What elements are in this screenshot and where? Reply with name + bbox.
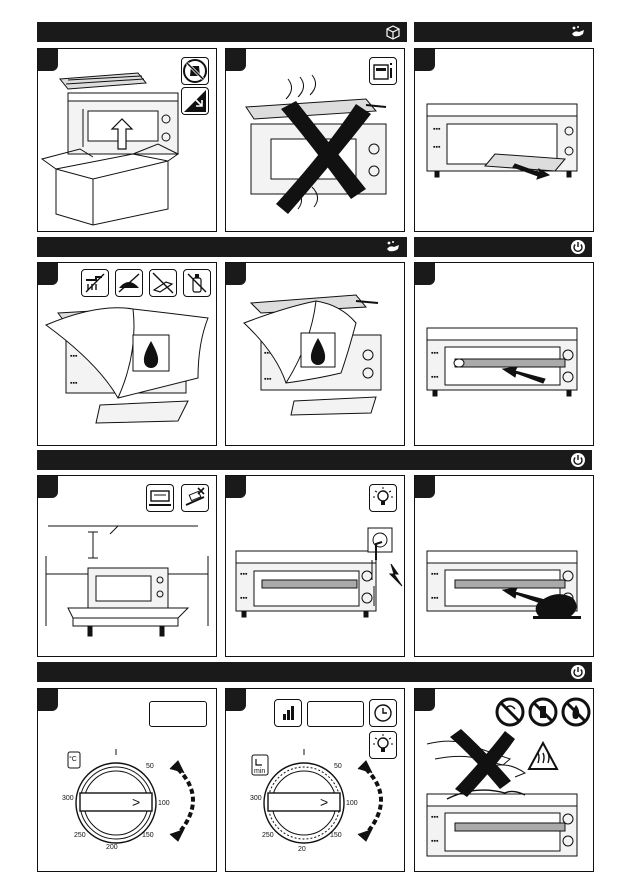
step-number-tab <box>226 689 246 711</box>
dial-pointer: > <box>320 794 328 810</box>
dial-label-150: 150 <box>142 832 154 839</box>
step-clearance-panel <box>37 475 217 657</box>
unit-label: min <box>254 768 265 775</box>
remove-film-icon <box>181 87 209 115</box>
no-tilted-surface-icon <box>181 484 209 512</box>
cleaning-hand-icon <box>385 239 401 255</box>
dial-label-300: 300 <box>250 795 262 802</box>
step-number-tab <box>226 476 246 498</box>
svg-text:▪▪▪: ▪▪▪ <box>240 571 248 578</box>
step-hot-warning-panel: ▪▪▪ ▪▪▪ <box>414 688 594 872</box>
unit-label: °C <box>69 755 77 763</box>
no-water-jet-icon <box>81 269 109 297</box>
svg-text:▪▪▪: ▪▪▪ <box>431 571 439 578</box>
no-spray-icon <box>528 697 558 727</box>
svg-text:▪▪▪: ▪▪▪ <box>431 595 439 602</box>
pull-tray-illustration: ▪▪▪ ▪▪▪ <box>426 103 578 180</box>
power-icon <box>570 452 586 468</box>
section-bar-unpacking <box>37 22 407 42</box>
step-number-tab <box>38 263 58 285</box>
cloth-illustration: ▪▪▪ ▪▪▪ <box>44 307 209 424</box>
step-number-tab <box>38 49 58 71</box>
svg-text:▪▪▪: ▪▪▪ <box>264 376 272 383</box>
svg-text:▪▪▪: ▪▪▪ <box>433 126 441 133</box>
step-unpack-panel <box>37 48 217 232</box>
no-scrubber-icon <box>115 269 143 297</box>
hot-warning-illustration: ▪▪▪ ▪▪▪ <box>426 729 578 857</box>
dial-label-200: 200 <box>106 844 118 851</box>
level-surface-icon <box>146 484 174 512</box>
svg-text:▪▪▪: ▪▪▪ <box>431 814 439 821</box>
step-number-tab <box>38 689 58 711</box>
dial-label-50: 50 <box>334 763 342 770</box>
dial-label-150: 150 <box>330 832 342 839</box>
box-icon <box>385 24 401 40</box>
dial-label-250: 250 <box>262 832 274 839</box>
clock-icon <box>369 699 397 727</box>
step-timer-panel: min > 50 100 150 20 250 300 <box>225 688 405 872</box>
dial-label-50: 50 <box>146 763 154 770</box>
plug-in-illustration: ▪▪▪ ▪▪▪ <box>235 527 403 618</box>
step-number-tab <box>415 689 435 711</box>
dial-label-20: 20 <box>298 846 306 853</box>
clearance-illustration <box>45 525 209 637</box>
svg-text:▪▪▪: ▪▪▪ <box>431 838 439 845</box>
no-fire-icon <box>561 697 591 727</box>
no-knife-icon <box>149 269 177 297</box>
section-bar-cleaning-2 <box>37 237 407 257</box>
display-box <box>307 701 364 727</box>
no-water-icon <box>495 697 525 727</box>
unpack-illustration <box>40 72 179 226</box>
info-manual-icon <box>369 57 397 85</box>
clean-rack-illustration: ▪▪▪ ▪▪▪ <box>243 294 382 416</box>
cleaning-hand-icon <box>570 24 586 40</box>
temperature-dial-illustration: °C > 50 100 150 200 250 300 <box>62 749 195 851</box>
step-number-tab <box>226 263 246 285</box>
svg-text:▪▪▪: ▪▪▪ <box>431 374 439 381</box>
svg-text:▪▪▪: ▪▪▪ <box>70 353 78 360</box>
dial-label-300: 300 <box>62 795 74 802</box>
dial-label-250: 250 <box>74 832 86 839</box>
lightbulb-icon <box>369 484 397 512</box>
svg-text:▪▪▪: ▪▪▪ <box>70 380 78 387</box>
no-spray-icon <box>183 269 211 297</box>
svg-text:▪▪▪: ▪▪▪ <box>433 144 441 151</box>
hot-surface-warning-icon <box>527 741 559 771</box>
dial-pointer: > <box>132 794 140 810</box>
step-clean-cloth-panel: ▪▪▪ ▪▪▪ <box>37 262 217 446</box>
step-pull-tray-panel: ▪▪▪ ▪▪▪ <box>414 48 594 232</box>
step-no-rack-handling-panel <box>225 48 405 232</box>
step-plug-in-panel: ▪▪▪ ▪▪▪ <box>225 475 405 657</box>
step-number-tab <box>415 263 435 285</box>
step-number-tab <box>415 49 435 71</box>
svg-text:▪▪▪: ▪▪▪ <box>264 350 272 357</box>
step-number-tab <box>415 476 435 498</box>
power-icon <box>570 239 586 255</box>
power-icon <box>570 664 586 680</box>
step-clean-rack-panel: ▪▪▪ ▪▪▪ <box>225 262 405 446</box>
lightbulb-icon <box>369 731 397 759</box>
step-insert-tray-panel: ▪▪▪ ▪▪▪ <box>414 262 594 446</box>
section-bar-operation <box>37 662 592 682</box>
section-bar-power <box>414 237 592 257</box>
step-temperature-panel: °C > 50 100 150 200 250 300 <box>37 688 217 872</box>
dial-label-100: 100 <box>346 800 358 807</box>
svg-text:▪▪▪: ▪▪▪ <box>431 350 439 357</box>
step-number-tab <box>38 476 58 498</box>
dial-label-100: 100 <box>158 800 170 807</box>
step-insert-food-panel: ▪▪▪ ▪▪▪ <box>414 475 594 657</box>
svg-text:▪▪▪: ▪▪▪ <box>240 595 248 602</box>
no-lift-illustration <box>245 74 387 214</box>
insert-tray-illustration: ▪▪▪ ▪▪▪ <box>426 327 578 397</box>
power-level-icon <box>274 699 302 727</box>
step-number-tab <box>226 49 246 71</box>
insert-food-illustration: ▪▪▪ ▪▪▪ <box>426 550 581 619</box>
no-plastic-bag-icon <box>181 57 209 85</box>
section-bar-installation <box>37 450 592 470</box>
timer-dial-illustration: min > 50 100 150 20 250 300 <box>250 749 383 853</box>
display-box <box>149 701 207 727</box>
section-bar-cleaning <box>414 22 592 42</box>
